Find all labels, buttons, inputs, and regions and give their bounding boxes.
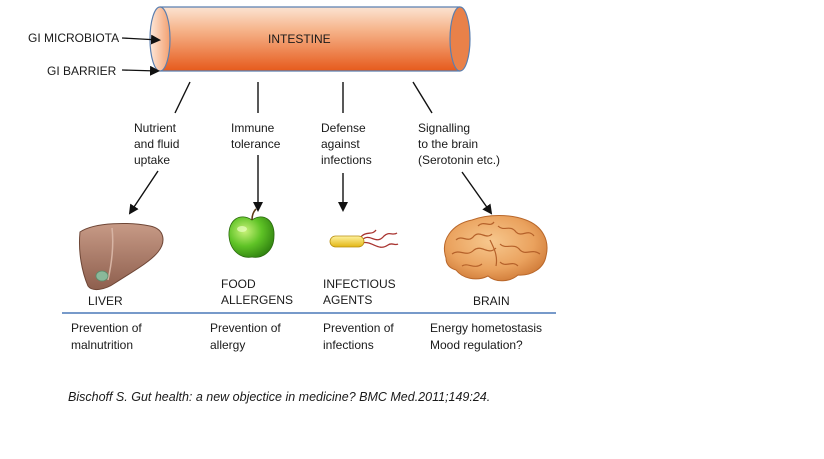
arrow-to-brain (461, 171, 493, 215)
target-label-brain: BRAIN (473, 294, 510, 308)
barrier-arrow (121, 65, 160, 76)
function-label-signalling: Signalling to the brain (Serotonin etc.) (418, 121, 501, 167)
function-label-nutrient: Nutrient and fluid uptake (134, 121, 180, 167)
bacterium-icon (329, 229, 399, 248)
gi-barrier-label: GI BARRIER (47, 64, 117, 78)
gi-microbiota-label: GI MICROBIOTA (28, 31, 120, 45)
intestine-tube (149, 6, 471, 72)
function-label-defense: Defense against infections (321, 121, 372, 167)
citation: Bischoff S. Gut health: a new objectice … (68, 390, 491, 404)
function-label-immune: Immune tolerance (231, 121, 281, 151)
brain-icon (444, 215, 548, 282)
microbiota-arrow (121, 34, 161, 45)
outcome-infections: Prevention of infections (323, 321, 394, 352)
outcome-allergy: Prevention of allergy (210, 321, 281, 352)
intestine-label: INTESTINE (268, 32, 331, 46)
apple-icon (228, 208, 275, 258)
connector-signalling (412, 81, 433, 114)
arrow-to-liver (128, 170, 159, 215)
target-label-liver: LIVER (88, 294, 123, 308)
target-label-food-allergens: FOOD ALLERGENS (221, 277, 294, 307)
connector-nutrient (174, 81, 191, 114)
liver-icon (79, 223, 164, 291)
outcome-brain: Energy hometostasis Mood regulation? (430, 321, 543, 352)
outcome-malnutrition: Prevention of malnutrition (71, 321, 142, 352)
target-label-infectious-agents: INFECTIOUS AGENTS (323, 277, 396, 307)
